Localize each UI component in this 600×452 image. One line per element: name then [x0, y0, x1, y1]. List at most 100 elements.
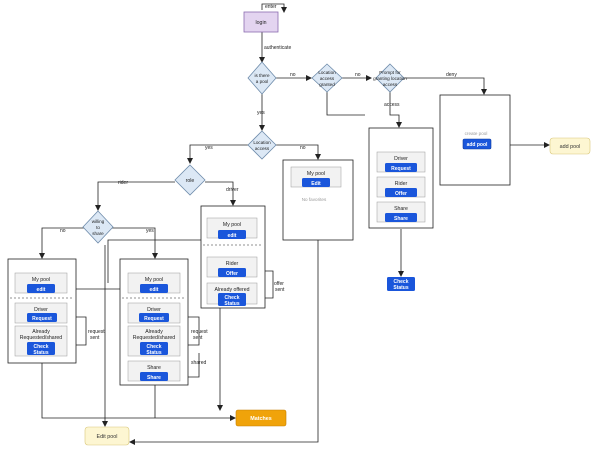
yes1-label: yes [257, 110, 265, 116]
rn-driver-label: Driver [34, 307, 48, 313]
willing-to-share-diamond: willing to share [82, 210, 114, 244]
left-to-matches [41, 356, 236, 421]
yes2-edge [187, 144, 250, 164]
locacc-line1: Location [253, 140, 271, 145]
ry-check-line2: Status [146, 350, 162, 356]
ry-already-line1: Already [145, 329, 163, 335]
ry-check-line1: Check [146, 344, 161, 350]
access-edge [389, 90, 402, 128]
rn-request-button[interactable] [27, 313, 57, 322]
rn-already-line1: Already [32, 329, 50, 335]
role-label: role [186, 178, 195, 184]
create-pool-panel: create pool add pool [439, 94, 511, 186]
loc-share-btn-label: Share [394, 216, 408, 222]
drv-offer-button[interactable] [218, 268, 246, 277]
pool-q-line1: is there [254, 73, 270, 78]
granted-line3: granted [319, 82, 335, 87]
yes3-edge [112, 227, 158, 259]
rider-label: rider [118, 180, 128, 186]
drv-check-line1: Check [224, 295, 239, 301]
rn-check-button[interactable] [27, 342, 55, 355]
loc-check-status-button[interactable]: Check Status [387, 277, 415, 291]
to-edit-pool-right [129, 188, 319, 445]
rn-request-label: Request [32, 316, 52, 322]
create-add-pool-button[interactable] [462, 138, 492, 150]
yes2-label: yes [205, 145, 213, 151]
willing-line2: to [96, 225, 100, 230]
deny-label: deny [446, 72, 457, 78]
is-there-a-pool-diamond: is there a pool [247, 61, 277, 95]
no3-edge [275, 144, 321, 160]
loc-share-button[interactable] [385, 213, 417, 222]
drv-check-button[interactable] [218, 293, 246, 306]
noloc-edit-label: Edit [311, 181, 321, 187]
ry-share-label: Share [147, 365, 161, 371]
shared-label: shared [191, 360, 207, 366]
ry-request-button[interactable] [139, 313, 169, 322]
ry-share-button[interactable] [140, 372, 168, 381]
driver-edit-link [107, 239, 220, 283]
prompt-line2: granting location [373, 76, 407, 81]
rider-edge [95, 181, 175, 211]
drv-check-line2: Status [224, 301, 240, 307]
willing-line3: share [92, 231, 104, 236]
rn-mypool-label: My pool [32, 277, 50, 283]
rn-edit-button[interactable] [27, 284, 55, 293]
edit-pool-note[interactable]: Edit pool [84, 426, 130, 446]
driver-label: driver [226, 187, 239, 193]
location-access-diamond: Location access [247, 130, 277, 160]
ry-mypool-label: My pool [145, 277, 163, 283]
ry-share-btn-label: Share [147, 375, 161, 381]
login-label: login [256, 20, 267, 26]
req-sent-a-line1: request [88, 329, 105, 335]
no-location-panel: My pool Edit No favorites [282, 159, 354, 241]
driver-edge [205, 181, 236, 206]
no4-label: no [60, 228, 66, 234]
rider-yes-panel: My pool edit Driver Request Already Requ… [119, 258, 189, 386]
loc-offer-label: Offer [395, 191, 407, 197]
prompt-line1: Prompt for [379, 70, 401, 75]
location-granted-diamond: Location access granted [311, 63, 343, 93]
create-pool-label: create pool [465, 131, 488, 136]
offer-sent-line2: sent [275, 287, 285, 293]
enter-edge [261, 3, 287, 13]
location-panel: Driver Request Rider Offer Share Share [368, 127, 434, 229]
granted-yes-edge [326, 92, 365, 116]
prompt-line3: access [383, 82, 398, 87]
drv-offer-label: Offer [226, 271, 238, 277]
loc-offer-button[interactable] [385, 188, 417, 197]
req-sent-a-line2: sent [90, 335, 100, 341]
driver-panel: My pool edit Rider Offer Already offered… [200, 205, 266, 309]
ry-request-label: Request [144, 316, 164, 322]
loc-request-label: Request [391, 166, 411, 172]
noloc-mypool-label: My pool [307, 171, 325, 177]
matches-node[interactable]: Matches [235, 409, 287, 427]
loc-share-label: Share [394, 206, 408, 212]
edit-pool-label: Edit pool [97, 434, 118, 440]
noloc-edit-button[interactable] [302, 178, 330, 187]
drv-edit-button[interactable] [218, 230, 246, 239]
pool-q-line2: a pool [256, 79, 269, 84]
role-diamond: role [174, 164, 206, 196]
ry-edit-button[interactable] [140, 284, 168, 293]
drv-rider-label: Rider [226, 261, 239, 267]
add-pool-note[interactable]: add pool [549, 137, 591, 155]
no1-label: no [290, 72, 296, 78]
drv-edit-label: edit [228, 233, 237, 239]
add-pool-note-label: add pool [560, 144, 581, 150]
no-favorites-label: No favorites [302, 197, 327, 202]
access-label: access [384, 102, 400, 108]
ry-already-line2: Requested/shared [133, 335, 176, 341]
enter-label: enter [265, 4, 277, 10]
loc-rider-label: Rider [395, 181, 408, 187]
req-sent-b-line1: request [191, 329, 208, 335]
login-node[interactable]: login [243, 11, 279, 33]
loc-request-button[interactable] [385, 163, 417, 172]
create-add-pool-label: add pool [467, 142, 488, 148]
loc-check-line1: Check [393, 279, 408, 285]
locacc-line2: access [255, 146, 270, 151]
ry-driver-label: Driver [147, 307, 161, 313]
ry-check-button[interactable] [140, 342, 168, 355]
no3-label: no [300, 145, 306, 151]
